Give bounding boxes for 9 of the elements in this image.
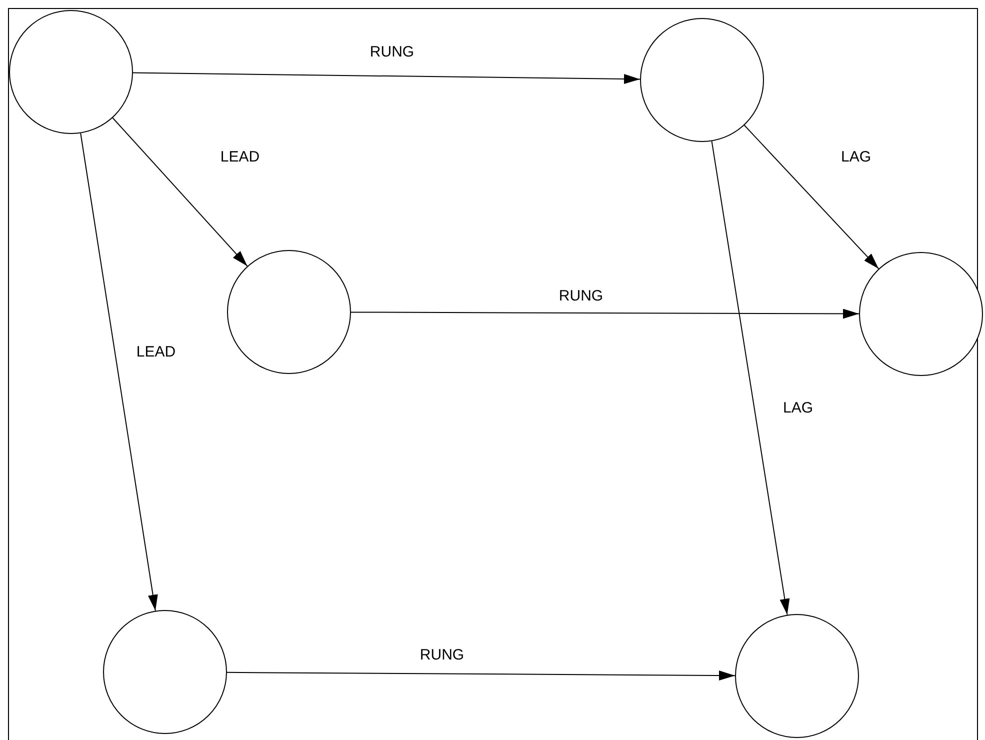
arrow: [711, 140, 790, 616]
edge-label: LAG: [781, 400, 815, 416]
arrow: [80, 132, 158, 612]
arrow: [350, 308, 860, 319]
arrow: [132, 72, 640, 84]
arrow: [226, 670, 736, 680]
edge-label: LAG: [839, 150, 873, 164]
arrow: [744, 124, 880, 270]
arrow: [112, 117, 248, 267]
